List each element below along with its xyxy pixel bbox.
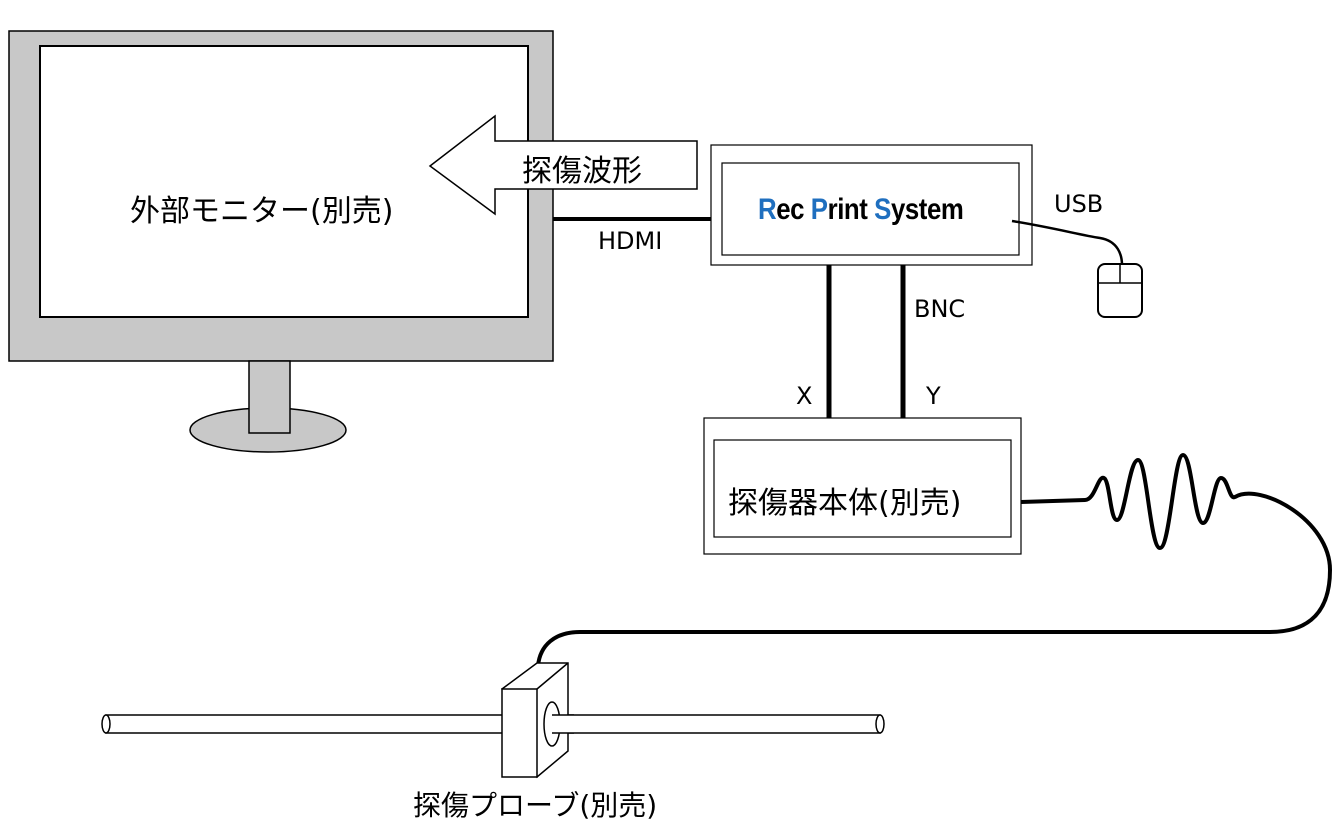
waveform-icon — [536, 453, 1332, 667]
flaw-detector-box — [703, 417, 1022, 555]
monitor-label: 外部モニター(別売) — [130, 194, 394, 229]
arrow-icon — [428, 114, 698, 216]
hdmi-label: HDMI — [598, 227, 663, 255]
bnc-label: BNC — [914, 295, 966, 323]
monitor-stand-neck — [248, 360, 291, 434]
brand-initial-r: R — [758, 193, 777, 226]
usb-label: USB — [1054, 190, 1104, 218]
brand-logo: Rec Print System — [758, 193, 964, 227]
rec-print-system-box — [710, 144, 1033, 266]
pipe — [101, 714, 885, 734]
usb-cable — [1011, 219, 1124, 266]
probe-label: 探傷プローブ(別売) — [413, 789, 658, 822]
monitor-icon — [8, 30, 554, 453]
probe-icon — [501, 662, 574, 779]
mouse-icon — [1097, 263, 1143, 318]
flaw-detector-label: 探傷器本体(別売) — [728, 486, 962, 521]
waveform-arrow-label: 探傷波形 — [522, 154, 642, 189]
x-channel-label: X — [796, 382, 813, 410]
monitor-screen — [39, 45, 529, 318]
brand-initial-p: P — [810, 193, 828, 226]
brand-rest-ec: ec — [776, 193, 811, 226]
brand-initial-s: S — [874, 193, 891, 226]
y-channel-label: Y — [926, 382, 941, 410]
brand-rest-rint: rint — [827, 193, 875, 226]
brand-rest-ystem: ystem — [890, 193, 964, 226]
